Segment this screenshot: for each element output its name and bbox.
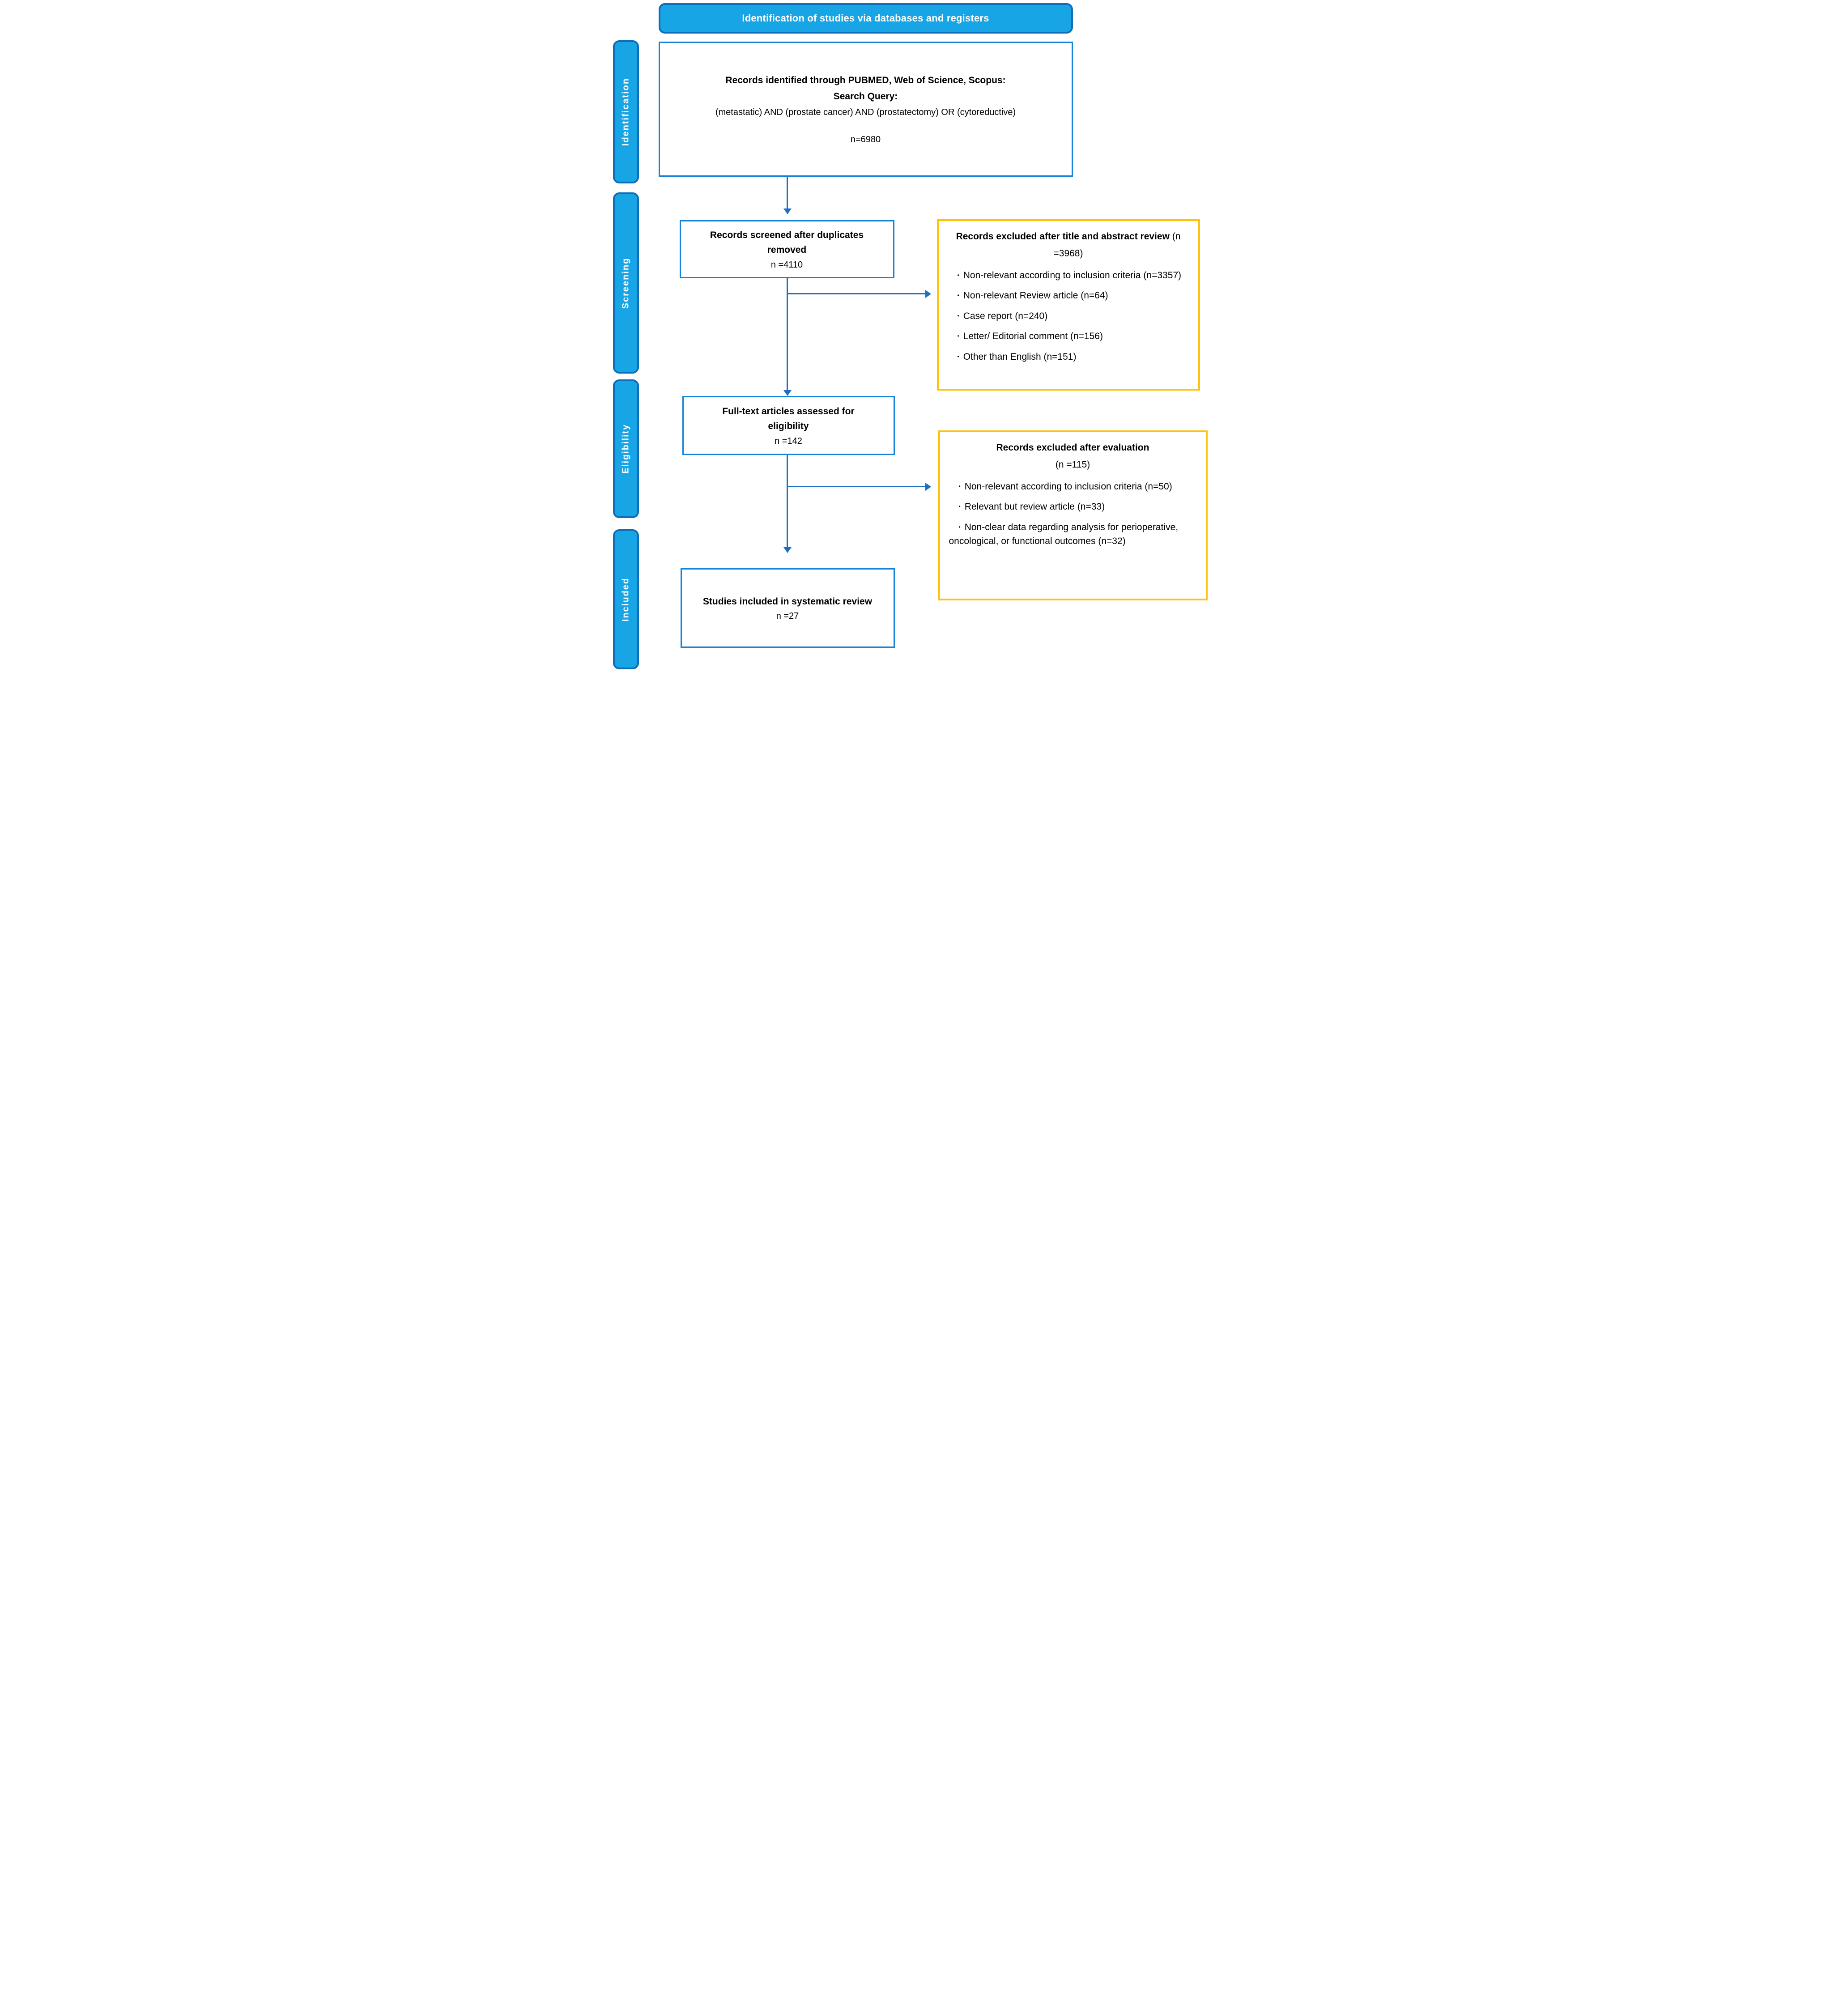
stage-included-label: Included	[621, 577, 630, 621]
exclusion-reason: Other than English (n=151)	[963, 351, 1077, 362]
records-identified-heading: Records identified through PUBMED, Web o…	[725, 75, 1006, 86]
bullet-icon: •	[958, 483, 961, 489]
arrow-right-icon	[925, 483, 931, 491]
studies-included-count: n =27	[776, 611, 799, 621]
fulltext-assessed-title: Full-text articles assessed for eligibil…	[722, 406, 855, 431]
stage-included: Included	[613, 529, 639, 669]
list-item: • Non-relevant according to inclusion cri…	[948, 268, 1189, 283]
list-item: • Non-relevant Review article (n=64)	[948, 289, 1189, 303]
arrow-right-icon	[925, 290, 931, 298]
records-identified-count: n=6980	[850, 134, 881, 145]
bullet-icon: •	[958, 523, 961, 530]
box-records-identified: Records identified through PUBMED, Web o…	[658, 42, 1073, 177]
records-identified-subheading: Search Query:	[833, 91, 898, 102]
excluded-title-abstract-count: (n =3968)	[1053, 231, 1181, 259]
box-fulltext-assessed: Full-text articles assessed for eligibil…	[682, 396, 895, 455]
list-item: • Case report (n=240)	[948, 309, 1189, 323]
excluded-evaluation-heading: Records excluded after evaluation (n =11…	[949, 439, 1197, 473]
branch-to-exclusion-2-line	[787, 486, 925, 487]
list-item: •Non-clear data regarding analysis for p…	[949, 520, 1197, 549]
arrow-down-icon	[783, 390, 792, 396]
list-item: • Other than English (n=151)	[948, 350, 1189, 364]
exclusion-reason: Case report (n=240)	[963, 310, 1048, 321]
prisma-flow-diagram: Identification of studies via databases …	[609, 0, 1217, 672]
arrow-down-icon	[783, 547, 792, 553]
bullet-icon: •	[957, 353, 959, 360]
arrow-fulltext-to-included-line	[786, 455, 788, 547]
bullet-icon: •	[957, 292, 959, 299]
arrow-identified-to-screened-line	[786, 177, 788, 208]
excluded-evaluation-title: Records excluded after evaluation	[996, 442, 1149, 453]
stage-identification: Identification	[613, 40, 639, 183]
arrow-screened-to-fulltext-line	[786, 278, 788, 390]
records-identified-query: (metastatic) AND (prostate cancer) AND (…	[715, 107, 1016, 117]
arrow-down-icon	[783, 208, 792, 214]
box-excluded-evaluation: Records excluded after evaluation (n =11…	[938, 430, 1208, 600]
list-item: •Relevant but review article (n=33)	[949, 500, 1197, 514]
bullet-icon: •	[957, 333, 959, 340]
excluded-title-abstract-title: Records excluded after title and abstrac…	[956, 231, 1170, 242]
exclusion-reason: Letter/ Editorial comment (n=156)	[963, 331, 1103, 342]
bullet-icon: •	[957, 272, 959, 278]
excluded-evaluation-count: (n =115)	[1055, 459, 1090, 470]
exclusion-reason: Relevant but review article (n=33)	[964, 502, 1105, 512]
box-studies-included: Studies included in systematic review n …	[680, 568, 895, 648]
exclusion-reason: Non-relevant according to inclusion crit…	[963, 270, 1182, 281]
exclusion-reason: Non-clear data regarding analysis for pe…	[949, 522, 1179, 547]
exclusion-reason: Non-relevant according to inclusion crit…	[964, 481, 1172, 492]
box-records-screened: Records screened after duplicates remove…	[679, 220, 894, 278]
fulltext-assessed-count: n =142	[775, 436, 802, 446]
banner-title: Identification of studies via databases …	[742, 13, 989, 24]
box-excluded-title-abstract: Records excluded after title and abstrac…	[936, 219, 1200, 391]
stage-screening: Screening	[613, 192, 639, 374]
records-screened-count: n =4110	[770, 259, 803, 270]
excluded-title-abstract-heading: Records excluded after title and abstrac…	[948, 228, 1189, 262]
bullet-icon: •	[957, 312, 959, 319]
header-banner: Identification of studies via databases …	[658, 3, 1073, 34]
list-item: •Non-relevant according to inclusion cri…	[949, 480, 1197, 494]
branch-to-exclusion-1-line	[787, 293, 925, 294]
records-screened-title: Records screened after duplicates remove…	[710, 230, 864, 255]
studies-included-title: Studies included in systematic review	[702, 596, 873, 607]
list-item: • Letter/ Editorial comment (n=156)	[948, 329, 1189, 344]
exclusion-reason: Non-relevant Review article (n=64)	[963, 290, 1108, 301]
stage-eligibility-label: Eligibility	[621, 424, 630, 474]
stage-screening-label: Screening	[621, 257, 630, 309]
bullet-icon: •	[958, 503, 961, 510]
stage-identification-label: Identification	[621, 77, 630, 146]
stage-eligibility: Eligibility	[613, 379, 639, 518]
